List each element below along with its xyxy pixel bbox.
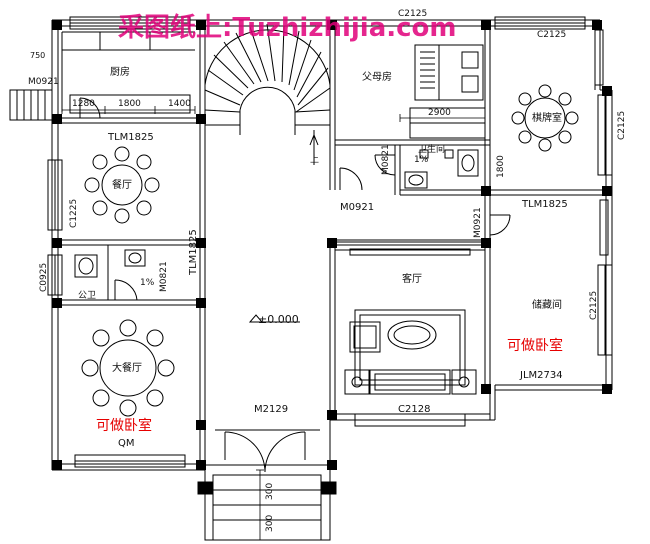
door-m2129: M2129 <box>254 404 288 415</box>
living-room-label: 客厅 <box>402 272 422 285</box>
dim-1800-vert: 1800 <box>496 155 506 178</box>
windows <box>47 16 613 468</box>
dimension-lines <box>61 106 491 540</box>
kitchen-label: 厨房 <box>110 65 130 78</box>
dining-table-large <box>81 319 175 417</box>
window-c2125-right-top: C2125 <box>617 111 627 140</box>
dining-room-label: 餐厅 <box>112 178 132 191</box>
door-m0921-left: M0921 <box>28 77 59 87</box>
bathroom-label: 卫生间 <box>418 143 445 155</box>
door-jlm2734: JLM2734 <box>519 370 563 381</box>
bedroom-note-2: 可做卧室 <box>507 337 563 354</box>
dim-750: 750 <box>30 51 45 60</box>
door-m0821-left: M0821 <box>159 261 169 292</box>
columns <box>52 20 612 470</box>
door-tlm1825-top: TLM1825 <box>107 132 154 143</box>
slope-label-2: 1% <box>140 278 155 288</box>
watermark: 采图纸上:Tuzhizhijia.com <box>118 12 457 43</box>
kitchen-counter <box>61 31 195 114</box>
large-dining-label: 大餐厅 <box>112 361 142 374</box>
window-c2128: C2128 <box>398 404 430 415</box>
watermark-dimension: C2125 <box>398 9 427 19</box>
door-m0821-mid: M0821 <box>381 144 391 175</box>
door-m0921-right: M0921 <box>473 207 483 238</box>
entrance-steps <box>197 464 337 541</box>
slope-label-1: 1% <box>414 155 429 165</box>
mahjong-table <box>511 84 579 152</box>
bathroom-fixtures <box>404 149 479 189</box>
main-door <box>215 429 320 473</box>
stair-up-label: 上 <box>310 154 319 165</box>
interior-doors <box>79 97 511 236</box>
dim-300-b: 300 <box>265 515 275 532</box>
public-toilet-label: 公卫 <box>78 290 96 301</box>
window-qm: QM <box>118 438 135 449</box>
dining-table-small <box>84 146 160 224</box>
interior-walls <box>58 26 606 430</box>
mahjong-room-label: 棋牌室 <box>532 111 562 124</box>
parents-room-label: 父母房 <box>362 70 392 83</box>
dim-1280: 1280 <box>72 99 95 109</box>
door-tlm1825-right: TLM1825 <box>521 199 568 210</box>
public-toilet-fixtures <box>74 249 146 301</box>
left-step <box>9 89 53 121</box>
dim-2900: 2900 <box>428 108 451 118</box>
window-c0925: C0925 <box>39 263 49 292</box>
parents-bed <box>409 44 486 139</box>
dim-300-a: 300 <box>265 483 275 500</box>
door-tlm1825-vert: TLM1825 <box>188 229 199 276</box>
door-m0921-mid: M0921 <box>340 202 374 213</box>
spiral-staircase <box>204 23 331 165</box>
window-c2125-top-right: C2125 <box>537 30 566 40</box>
storage-room-label: 储藏间 <box>532 298 562 311</box>
bedroom-note-1: 可做卧室 <box>96 417 152 434</box>
dim-1400: 1400 <box>168 99 191 109</box>
living-furniture <box>344 248 477 395</box>
window-c2125-right-bottom: C2125 <box>589 291 599 320</box>
elevation-label: ±0.000 <box>258 313 299 326</box>
dim-1800: 1800 <box>118 99 141 109</box>
window-c1225: C1225 <box>69 199 79 228</box>
